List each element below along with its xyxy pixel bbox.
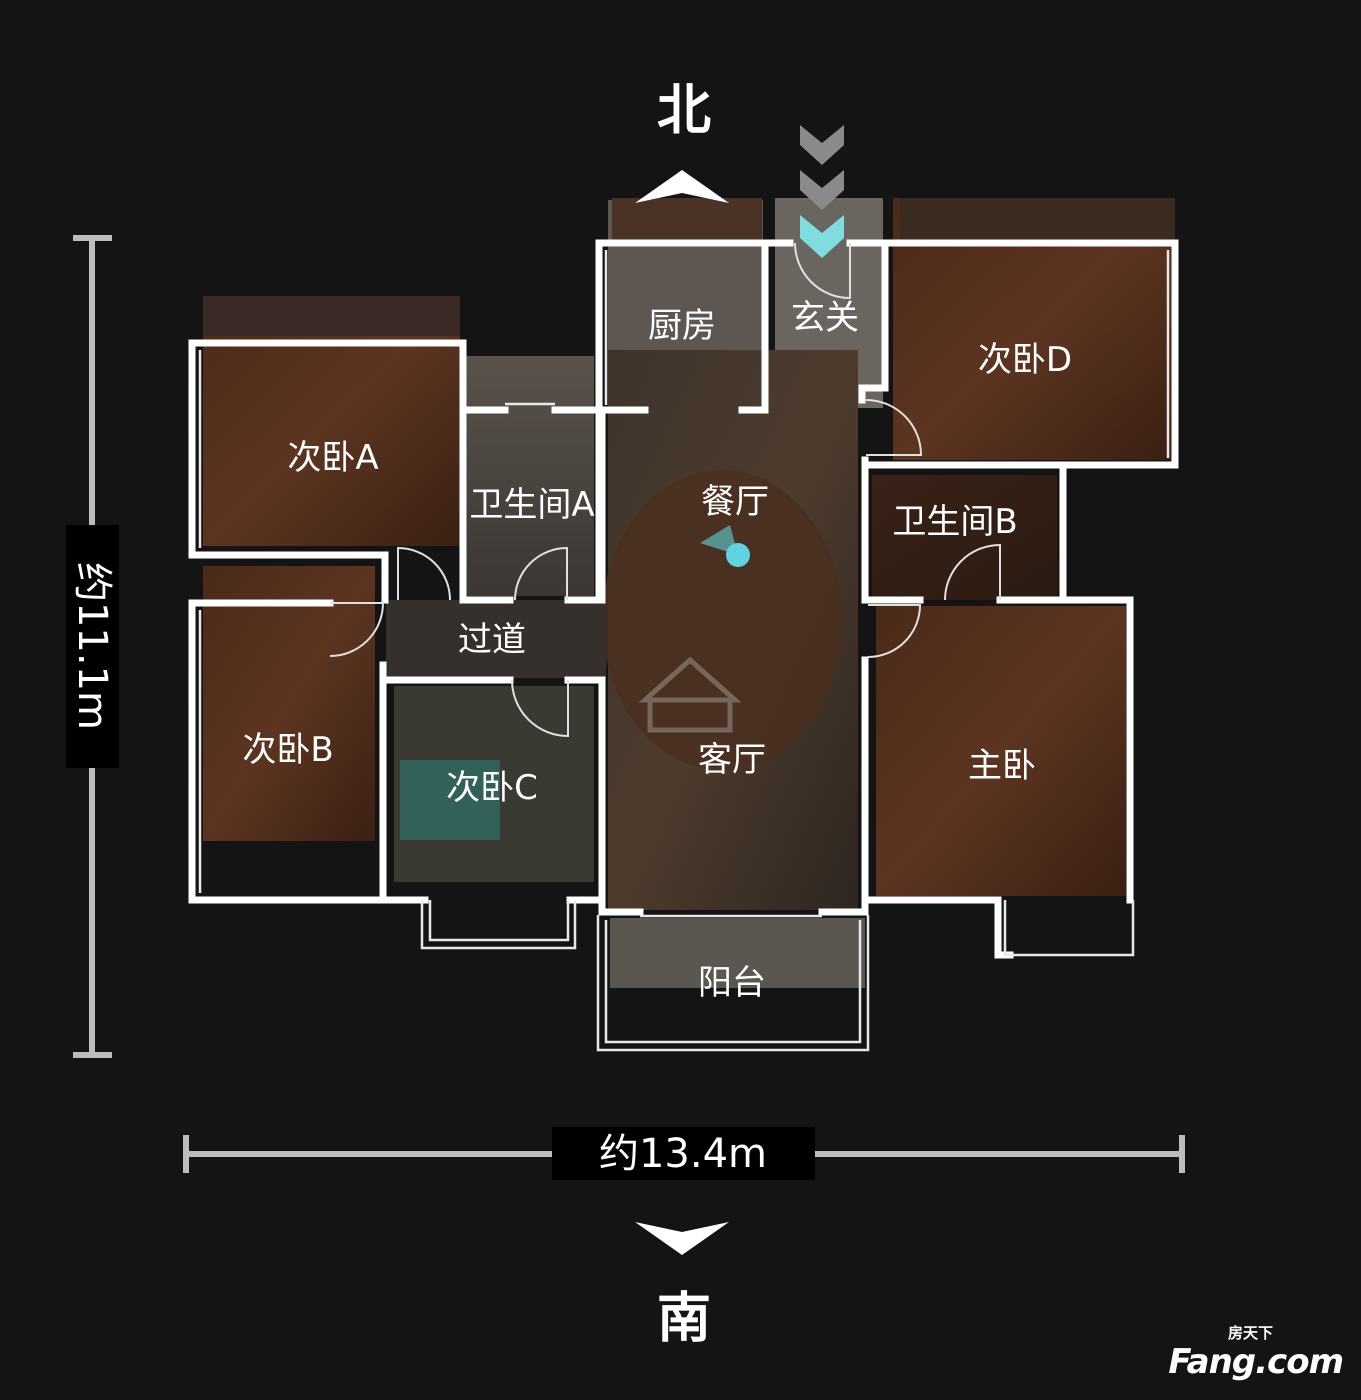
wall-bedroom-c-top-right xyxy=(564,676,606,914)
window-lines xyxy=(198,250,1170,1052)
door-bedroom-b xyxy=(329,602,385,657)
wall-living-right xyxy=(861,456,924,604)
room-label-bedroom-a: 次卧A xyxy=(287,438,378,478)
width-dimension: 约13.4m xyxy=(183,1127,1185,1180)
wall-kitchen-outer xyxy=(595,239,794,604)
position-view-cone xyxy=(700,525,738,555)
master-floor xyxy=(876,606,1126,896)
balcony-outline-inner xyxy=(604,920,862,1044)
brand-watermark-small: 房天下 xyxy=(1227,1324,1273,1342)
bedroom-d-top-strip xyxy=(900,198,1175,240)
bedroom-c-rug xyxy=(400,760,500,840)
doors xyxy=(329,242,1001,738)
entry-chevron-2 xyxy=(800,170,844,210)
door-bedroom-d xyxy=(865,399,923,456)
entry-marker xyxy=(800,125,844,258)
wall-bedroom-a-bottom xyxy=(188,551,389,604)
height-dimension: 约11.1m xyxy=(66,235,119,1058)
room-label-kitchen: 厨房 xyxy=(648,306,716,346)
bedroom-a-floor xyxy=(203,296,460,546)
wall-bedroom-bc-divider xyxy=(379,661,429,904)
height-label-box xyxy=(66,525,119,768)
compass-south-label: 南 xyxy=(657,1287,711,1350)
room-label-bathroom-b: 卫生间B xyxy=(892,502,1017,542)
bathroom-a-floor xyxy=(466,356,594,596)
room-label-corridor: 过道 xyxy=(458,620,526,660)
room-label-bedroom-d: 次卧D xyxy=(978,340,1072,380)
north-arrow-icon xyxy=(635,170,729,203)
compass-north-label: 北 xyxy=(657,79,711,142)
door-bathroom-b xyxy=(944,543,1001,601)
entry-chevron-3 xyxy=(800,215,844,258)
height-label: 约11.1m xyxy=(69,562,115,730)
wall-kitchen-right xyxy=(738,246,769,414)
balcony-outline xyxy=(596,915,870,1052)
room-label-bedroom-c: 次卧C xyxy=(446,768,538,808)
room-label-dining: 餐厅 xyxy=(701,482,769,522)
width-label: 约13.4m xyxy=(599,1131,767,1177)
room-labels: 次卧A 卫生间A 厨房 玄关 次卧D 餐厅 卫生间B 过道 次卧B 客厅 主卧 … xyxy=(242,298,1072,1003)
width-label-box xyxy=(552,1127,815,1180)
door-bedroom-c xyxy=(511,679,569,738)
wall-entrance-right xyxy=(858,246,889,404)
wall-bathroom-b-bottom xyxy=(996,596,1134,904)
position-marker xyxy=(700,525,750,567)
brand-watermark-big: Fang.com xyxy=(1168,1342,1344,1382)
brand-watermark: 房天下 Fang.com xyxy=(1163,1322,1344,1382)
kitchen-top-strip xyxy=(612,198,762,240)
wall-master-bottom xyxy=(861,896,1014,959)
door-entrance xyxy=(794,242,851,300)
dining-table-shape xyxy=(602,470,842,770)
bay-master xyxy=(1003,900,1135,957)
bay-bedroom-c xyxy=(420,900,577,950)
position-dot xyxy=(726,543,750,567)
balcony-floor xyxy=(610,918,865,988)
door-bathroom-a xyxy=(514,546,568,601)
bedroom-b-floor xyxy=(203,566,375,841)
south-arrow-icon xyxy=(635,1222,729,1255)
wall-north-right xyxy=(846,239,1179,469)
bathroom-b-floor xyxy=(872,475,1057,600)
corridor-floor xyxy=(386,600,606,678)
wall-bedroom-a xyxy=(188,339,467,604)
door-master xyxy=(867,604,922,658)
room-label-bathroom-a: 卫生间A xyxy=(469,485,594,525)
room-label-master: 主卧 xyxy=(968,746,1036,786)
room-label-balcony: 阳台 xyxy=(698,963,766,1003)
room-label-bedroom-b: 次卧B xyxy=(242,730,333,770)
room-label-living: 客厅 xyxy=(698,740,766,780)
bedroom-a-top-strip xyxy=(203,296,460,336)
bay-bedroom-c-inner xyxy=(428,900,570,942)
door-bedroom-a xyxy=(397,546,451,601)
watermark-logo-icon xyxy=(638,656,742,733)
room-label-entrance: 玄关 xyxy=(791,298,859,338)
entry-chevron-1 xyxy=(800,125,844,165)
